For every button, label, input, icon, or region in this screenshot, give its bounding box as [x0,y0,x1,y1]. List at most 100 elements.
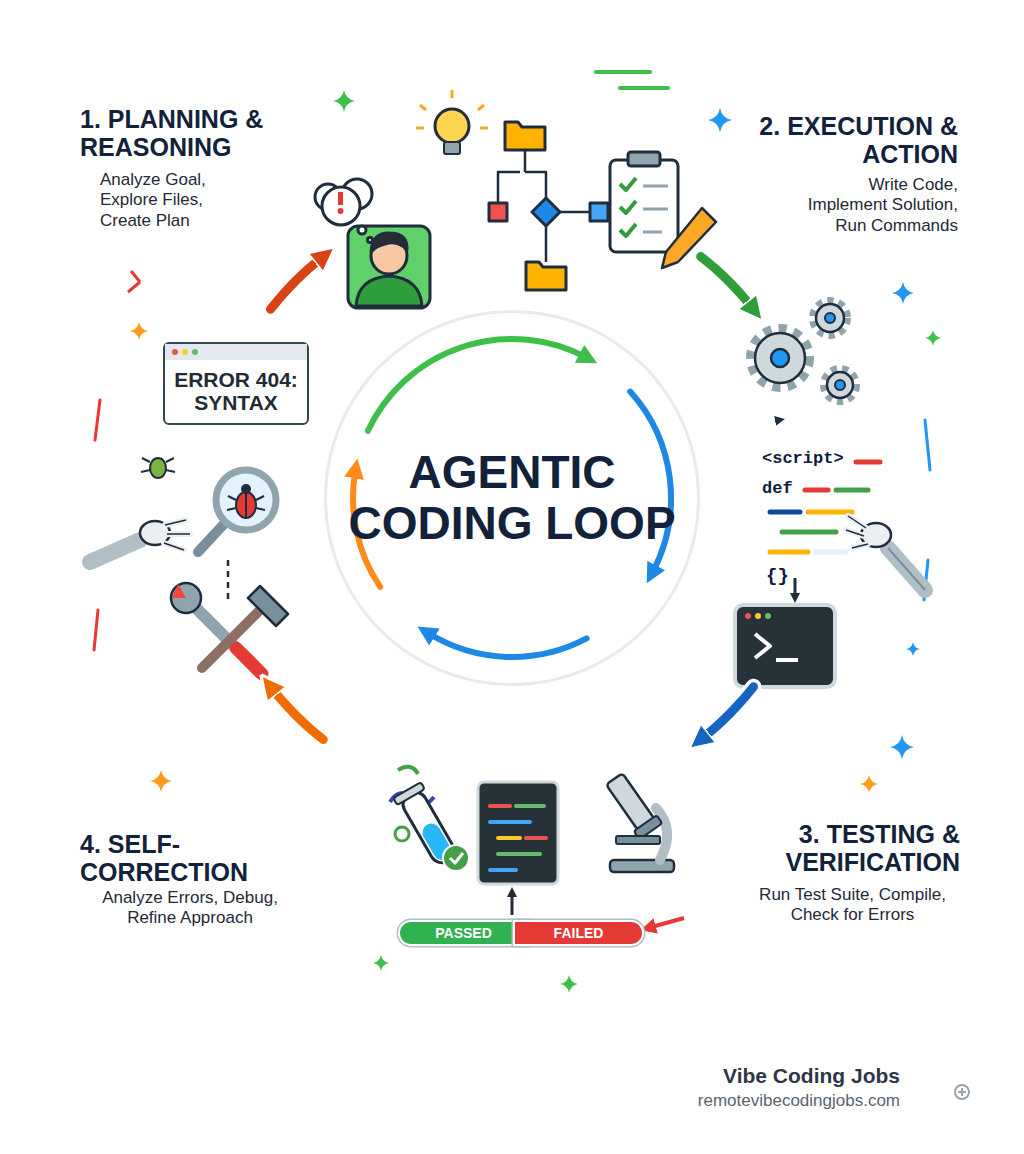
segment-highlight [107,223,225,774]
correction-icons [227,560,230,600]
segment-fill [107,225,368,771]
execution-icons [770,550,808,555]
text-slot: 3. TESTING & VERIFICATION [755,820,960,876]
text-slot: remotevibecodingjobs.com [520,1091,900,1111]
sparkles [333,90,355,112]
brand-name: Vibe Coding Jobs [560,1063,900,1088]
cycle-arrow [270,256,323,309]
text-slot: Analyze Goal, Explore Files, Create Plan [100,170,240,231]
stage-heading: 2. EXECUTION & ACTION [740,112,958,168]
testing-icons [498,852,540,856]
diagram-title: AGENTIC CODING LOOP [347,447,677,548]
segment-shape [60,55,830,365]
execution-icons [856,460,880,465]
sparkles [596,72,668,88]
text-slot: 1. PLANNING & REASONING [80,105,310,161]
planning-icons [610,160,678,252]
planning-icons [368,238,373,243]
cycle-arrow [701,687,754,740]
execution-icons [794,578,797,598]
window-bar [192,349,198,355]
execution-icons [808,510,852,515]
correction-icons [227,493,265,517]
cycle-arrow [701,256,754,309]
planning-icons [435,109,469,143]
stage-heading: 1. PLANNING & REASONING [80,105,310,161]
stage-segment: 4. SELF-CORRECTIONAnalyze Errors, Debug,… [55,180,385,940]
correction-icons [164,520,190,550]
connector-halo [270,687,323,740]
testing-icons [526,836,546,840]
footer-logo-icon [955,1085,969,1099]
execution-icons [765,613,771,619]
sparkles [924,420,930,600]
segment-shape [55,180,385,940]
planning-icons [526,262,566,290]
sparkles [130,322,148,340]
execution-icons [755,333,805,383]
execution-icons [755,613,761,619]
error-text: ERROR 404: SYNTAX [165,368,307,414]
stage-heading: 4. SELF-CORRECTION [80,830,280,886]
sparkles [890,735,914,759]
segment-highlight [237,785,788,903]
sparkles [560,975,578,993]
planning-icons [348,226,430,308]
planning-icons [532,198,560,226]
execution-icons [888,548,925,590]
correction-icons [164,520,190,550]
error-window: ERROR 404: SYNTAX [163,342,309,425]
stage-description: Analyze Goal, Explore Files, Create Plan [100,170,240,231]
testing-icons [450,853,463,863]
connector-halo [701,687,754,740]
execution-icons [846,516,868,548]
sparkles [708,108,732,132]
planning-icons [505,122,545,150]
execution-icons [735,301,925,687]
stage-segment: 1. PLANNING & REASONING Analyze Goal, Exp… [60,55,830,365]
text-slot: 4. SELF-CORRECTION [80,830,280,886]
window-bar [165,344,307,362]
execution-icons [888,548,925,590]
correction-icons [248,586,288,626]
planning-icons [628,152,660,166]
segment-fill [239,642,785,903]
loop-arrow [368,339,587,431]
window-bar [182,349,188,355]
text-slot: FAILED [515,922,642,944]
planning-icons [489,203,507,221]
execution-icons [755,634,770,658]
planning-icons [498,150,590,262]
testing-icons [516,804,544,808]
sparkles [373,955,389,971]
testing-icons [603,771,663,839]
planning-icons [338,192,343,205]
planning-icons [416,90,488,128]
text-slot: Analyze Errors, Debug, Refine Approach [90,888,290,929]
correction-icons [150,458,166,478]
code-snippet: {} [766,566,806,587]
correction-icons [171,583,201,613]
loop-arrow [428,633,587,657]
execution-icons [816,550,846,555]
testing-icons [443,845,469,871]
connector-halo [701,256,754,309]
status-text: FAILED [515,922,642,944]
sparkles [906,642,920,656]
window-bar [165,344,307,360]
planning-icons [371,233,407,252]
execution-icons [824,369,856,401]
text-slot: {} [766,566,806,587]
text-slot: Write Code, Implement Solution, Run Comm… [793,175,958,236]
planning-icons [322,187,360,225]
footer-logo-icon [958,1088,966,1096]
testing-icons [478,782,558,884]
text-slot: ERROR 404: SYNTAX [165,368,307,414]
status-pill: PASSED [398,920,529,946]
stage-description: Run Test Suite, Compile, Check for Error… [745,885,960,926]
window-bar [172,349,178,355]
execution-icons [776,658,798,662]
planning-icons [590,203,608,221]
testing-icons [511,892,514,915]
connector-halo [270,256,323,309]
